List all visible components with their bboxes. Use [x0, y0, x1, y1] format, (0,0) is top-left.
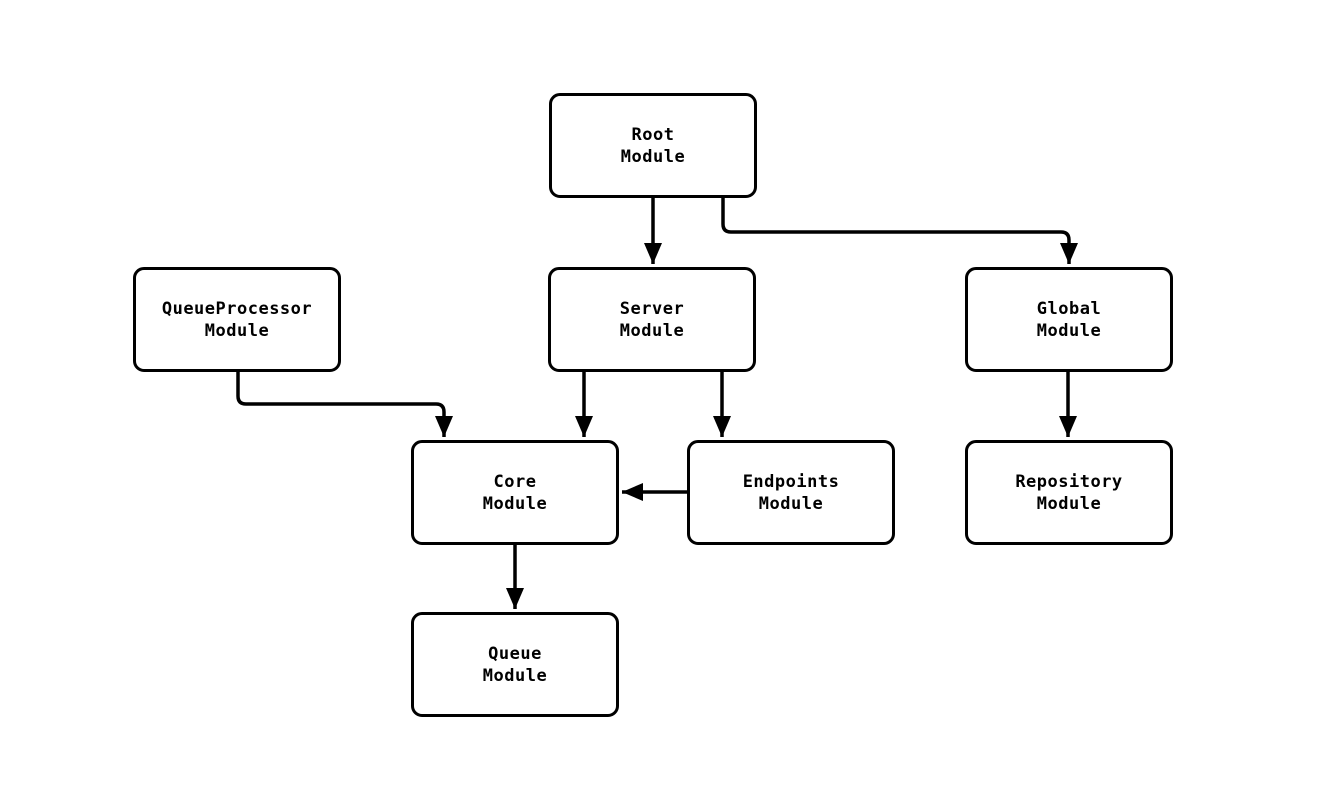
edge-root-to-global-arrow [721, 198, 1078, 264]
edge-queueprocessor-to-core-arrow [236, 372, 453, 437]
node-server-module: Server Module [548, 267, 756, 372]
node-label-line2: Module [1036, 320, 1102, 341]
node-label-line2: Module [482, 493, 548, 514]
node-global-module: Global Module [965, 267, 1173, 372]
node-queueprocessor-module: QueueProcessor Module [133, 267, 341, 372]
node-label-line1: QueueProcessor [161, 298, 313, 319]
node-label-line1: Repository [1015, 471, 1123, 492]
node-label-line1: Server [619, 298, 685, 319]
node-core-module: Core Module [411, 440, 619, 545]
node-label-line1: Endpoints [742, 471, 840, 492]
node-label-line2: Module [204, 320, 270, 341]
node-label-line2: Module [482, 665, 548, 686]
node-label-line2: Module [619, 320, 685, 341]
node-label-line2: Module [1036, 493, 1102, 514]
node-repository-module: Repository Module [965, 440, 1173, 545]
node-label-line1: Queue [488, 643, 542, 664]
node-label-line2: Module [758, 493, 824, 514]
node-label-line1: Core [493, 471, 537, 492]
node-label-line1: Root [631, 124, 675, 145]
node-queue-module: Queue Module [411, 612, 619, 717]
node-root-module: Root Module [549, 93, 757, 198]
node-label-line2: Module [620, 146, 686, 167]
node-endpoints-module: Endpoints Module [687, 440, 895, 545]
node-label-line1: Global [1036, 298, 1102, 319]
